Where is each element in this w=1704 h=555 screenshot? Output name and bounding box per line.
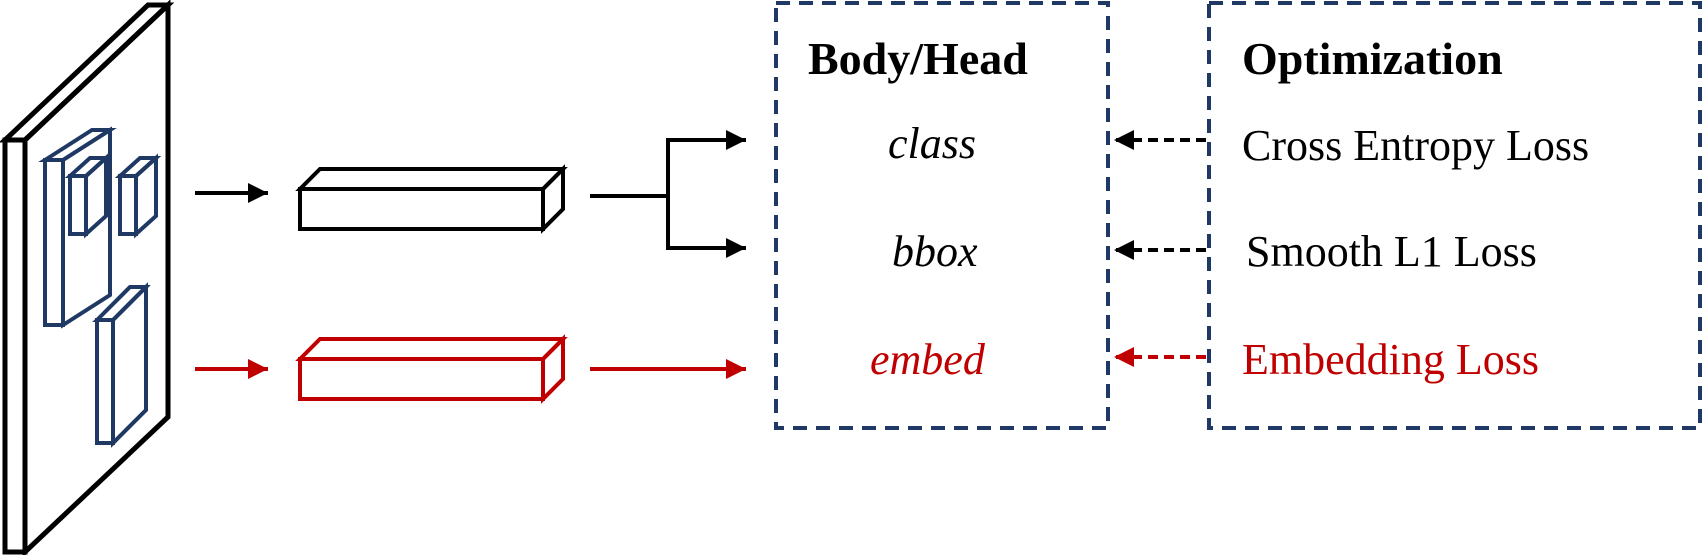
optimization-box: [1207, 1, 1702, 430]
embedding-feature-bar: [295, 334, 568, 404]
embedding-loss-label: Embedding Loss: [1242, 335, 1539, 384]
cross-entropy-loss-label: Cross Entropy Loss: [1242, 121, 1590, 170]
detection-box-small-inner: [64, 153, 112, 239]
output-class-label: class: [888, 119, 976, 168]
input-image-slab: [0, 0, 175, 555]
output-embed-label: embed: [870, 335, 985, 384]
detection-branch-connector: [590, 140, 670, 248]
output-bbox-label: bbox: [892, 227, 978, 276]
detection-box-large: [38, 126, 117, 329]
smooth-l1-loss-label: Smooth L1 Loss: [1246, 227, 1537, 276]
detection-box-bottom: [92, 282, 151, 448]
optimization-title: Optimization: [1242, 33, 1503, 84]
detection-box-small-right: [114, 153, 162, 239]
detection-boxes: [38, 126, 162, 448]
detection-feature-bar: [295, 164, 568, 234]
body-head-title: Body/Head: [808, 33, 1028, 84]
body-head-box: [774, 1, 1110, 430]
